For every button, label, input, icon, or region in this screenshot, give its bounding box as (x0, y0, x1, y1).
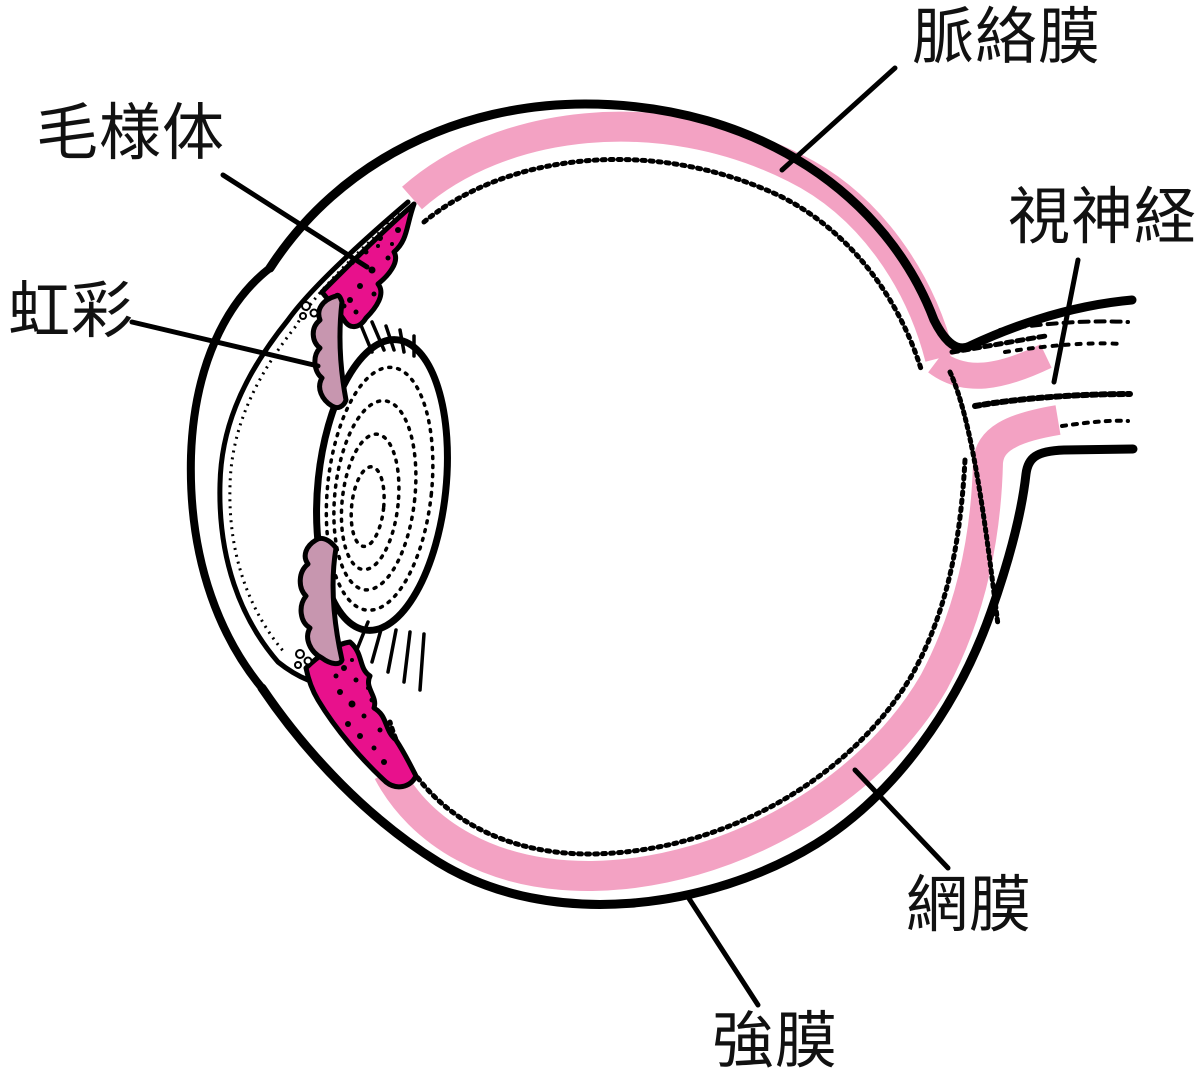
optic-nerve-dashes-5 (1060, 418, 1130, 428)
ciliary-upper-stipple (341, 219, 401, 315)
label-ciliary-body: 毛様体 (36, 96, 226, 169)
iris-root-bubbles (294, 301, 319, 669)
label-sclera: 強膜 (712, 1004, 839, 1077)
choroid-band-upper (402, 111, 955, 362)
iris-lower (297, 535, 345, 667)
lens-ring-3 (339, 432, 401, 572)
lens-group (313, 336, 451, 634)
leader-retina (852, 767, 951, 871)
leader-sclera (685, 894, 761, 1008)
retina-stipple-upper (421, 157, 925, 375)
leader-iris (129, 319, 321, 369)
choroid-band-lower (374, 405, 1061, 892)
lens-ring-1 (324, 365, 435, 612)
zonule-fibers-lower (354, 620, 426, 692)
optic-nerve-dashes-2 (1003, 341, 1124, 354)
sclera-outline-upper (265, 99, 1137, 353)
sclera-outline-lower (257, 444, 1138, 909)
label-optic-nerve: 視神経 (1008, 180, 1198, 253)
leader-ciliary-body (220, 172, 370, 270)
cornea-outline (186, 264, 274, 692)
optic-nerve-dashes-3 (949, 333, 1049, 355)
lens-ring-4 (349, 465, 386, 549)
label-retina: 網膜 (906, 868, 1033, 941)
inner-wall-line (217, 199, 411, 683)
leader-choroid (779, 65, 898, 173)
ciliary-lower-stipple (333, 658, 387, 765)
lens-ring-2 (332, 398, 418, 592)
iris-upper (310, 292, 349, 411)
label-iris: 虹彩 (8, 274, 135, 347)
leader-optic-nerve (1051, 257, 1081, 385)
retina-stipple-lower (387, 457, 968, 857)
label-choroid: 脈絡膜 (912, 0, 1102, 73)
optic-nerve-dashes-4 (972, 391, 1133, 409)
choroid-nerve-lip-upper (928, 344, 1052, 389)
retina-stipple-optic-disc (947, 369, 1001, 628)
inner-wall-serration (228, 212, 401, 653)
